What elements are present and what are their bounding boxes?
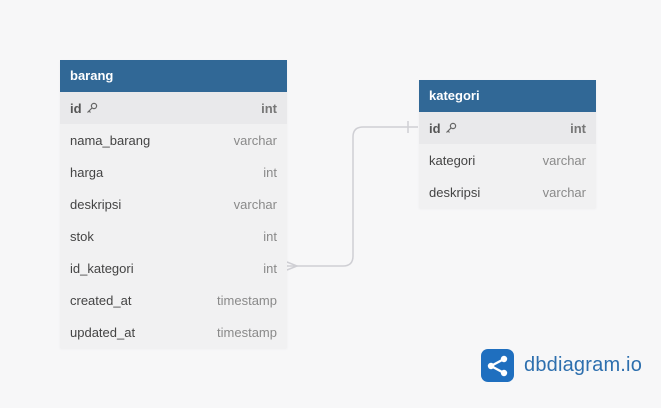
- field-name: deskripsi: [429, 184, 481, 200]
- field-name: nama_barang: [70, 132, 151, 148]
- field-type: varchar: [233, 196, 277, 212]
- brand-watermark[interactable]: dbdiagram.io: [481, 349, 642, 382]
- field-name: id_kategori: [70, 260, 134, 276]
- field-name: stok: [70, 228, 94, 244]
- key-icon: [86, 102, 97, 113]
- field-row-nama-barang[interactable]: nama_barang varchar: [60, 124, 287, 156]
- field-row-stok[interactable]: stok int: [60, 220, 287, 252]
- table-barang-header[interactable]: barang: [60, 60, 287, 92]
- field-row-harga[interactable]: harga int: [60, 156, 287, 188]
- field-row-kategori[interactable]: kategori varchar: [419, 144, 596, 176]
- field-row-created-at[interactable]: created_at timestamp: [60, 284, 287, 316]
- table-kategori-header[interactable]: kategori: [419, 80, 596, 112]
- field-name: updated_at: [70, 324, 136, 340]
- field-name: kategori: [429, 152, 476, 168]
- table-kategori[interactable]: kategori id int kategori varchar deskrip…: [419, 80, 596, 208]
- field-name: deskripsi: [70, 196, 122, 212]
- dbdiagram-logo-icon: [481, 349, 514, 382]
- field-row-id[interactable]: id int: [60, 92, 287, 124]
- field-row-deskripsi[interactable]: deskripsi varchar: [60, 188, 287, 220]
- field-type: int: [263, 164, 277, 180]
- field-type: varchar: [542, 184, 586, 200]
- many-cardinality-marker: [286, 261, 300, 271]
- field-type: varchar: [233, 132, 277, 148]
- field-type: int: [263, 228, 277, 244]
- field-row-id-kategori[interactable]: id_kategori int: [60, 252, 287, 284]
- table-barang[interactable]: barang id int nama_barang varchar harga …: [60, 60, 287, 348]
- field-type: int: [261, 100, 277, 116]
- field-row-deskripsi[interactable]: deskripsi varchar: [419, 176, 596, 208]
- field-type: varchar: [542, 152, 586, 168]
- field-type: int: [263, 260, 277, 276]
- field-row-id[interactable]: id int: [419, 112, 596, 144]
- field-name: id: [70, 100, 82, 116]
- field-row-updated-at[interactable]: updated_at timestamp: [60, 316, 287, 348]
- key-icon: [445, 122, 456, 133]
- field-name: id: [429, 120, 441, 136]
- field-name: harga: [70, 164, 104, 180]
- field-type: timestamp: [217, 292, 277, 308]
- field-type: int: [570, 120, 586, 136]
- brand-name: dbdiagram.io: [524, 354, 643, 376]
- field-type: timestamp: [217, 324, 277, 340]
- field-name: created_at: [70, 292, 132, 308]
